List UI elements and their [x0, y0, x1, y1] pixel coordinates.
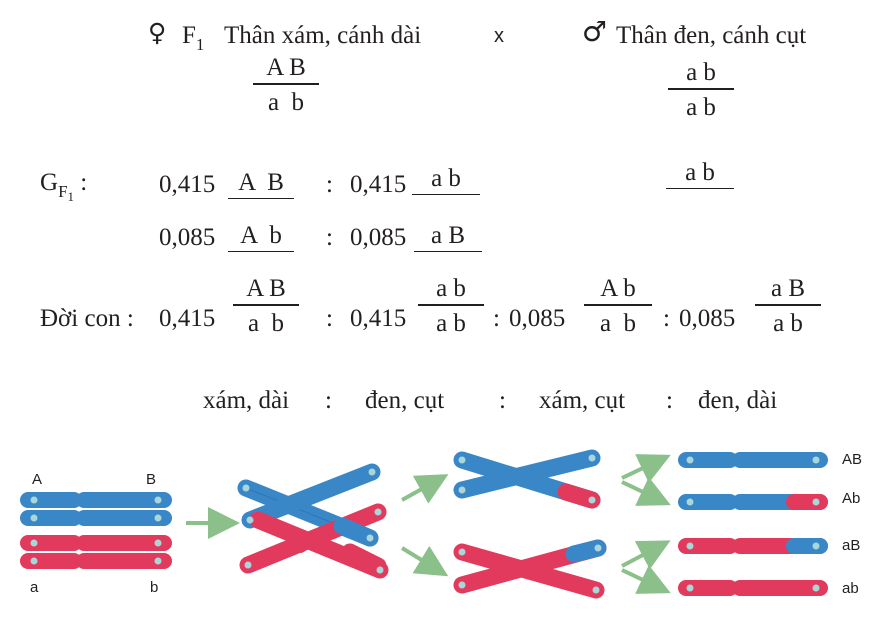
gamete-separator: :	[326, 224, 333, 251]
allele-label: A	[32, 471, 43, 488]
offspring-genotype: a B a b	[755, 276, 821, 336]
fraction-bar	[253, 83, 319, 85]
arrow-icon	[621, 476, 671, 506]
offspring-genotype: A B a b	[233, 276, 299, 336]
genotype-top: a B	[770, 275, 806, 302]
arrow-icon	[400, 545, 449, 577]
phenotype-separator: :	[666, 387, 673, 414]
male-genotype-top: a b	[686, 59, 716, 86]
female-genotype-top: A B	[266, 54, 306, 81]
male-icon: ♂	[582, 15, 608, 48]
genotype-bottom: a b	[773, 309, 803, 337]
fraction-bar	[584, 304, 652, 306]
phenotype-label: đen, cụt	[365, 387, 445, 414]
gamete-genotype: A b	[228, 223, 294, 252]
female-genotype: A B a b	[253, 55, 319, 115]
gamete-genotype: a B	[414, 223, 482, 252]
female-icon: ♀	[148, 18, 167, 47]
arrow-icon	[621, 454, 671, 484]
gamete-freq: 0,415	[159, 171, 216, 198]
phenotype-label: đen, dài	[698, 387, 778, 414]
arrow-icon	[401, 474, 449, 504]
result-label: aB	[842, 537, 861, 554]
gamete-freq: 0,415	[350, 171, 407, 198]
arrow-icon	[621, 540, 671, 570]
allele-label: B	[146, 471, 157, 488]
male-gamete-genotype: a b	[666, 160, 734, 189]
offspring-freq: 0,085	[679, 305, 736, 332]
phenotype-label: xám, dài	[203, 387, 290, 414]
fraction-bar	[418, 304, 484, 306]
allele-label: a	[30, 579, 39, 596]
offspring-genotype: A b a b	[584, 276, 652, 336]
offspring-freq: 0,085	[509, 305, 566, 332]
genotype-bottom: a b	[436, 309, 466, 337]
arrow-icon	[621, 564, 671, 594]
female-genotype-bottom: a b	[267, 88, 305, 116]
gamete-genotype: a b	[412, 166, 480, 195]
offspring-genotype: a b a b	[418, 276, 484, 336]
genotype-bottom: a b	[247, 309, 285, 337]
offspring-label: Đời con :	[40, 305, 134, 332]
parent-chromosome-red	[20, 535, 172, 569]
male-genotype: a b a b	[668, 60, 734, 120]
offspring-freq: 0,415	[350, 305, 407, 332]
result-label: Ab	[842, 490, 861, 507]
fraction-bar	[233, 304, 299, 306]
male-genotype-bottom: a b	[686, 93, 716, 121]
gamete-genotype: A B	[228, 170, 294, 199]
cross-symbol: x	[494, 25, 504, 47]
genotype-top: A b	[600, 275, 636, 302]
phenotype-separator: :	[499, 387, 506, 414]
daughter-chromosome-red	[453, 539, 607, 599]
genotype-top: a b	[436, 275, 466, 302]
result-label: ab	[842, 580, 859, 597]
parent-chromosome-blue	[20, 492, 172, 526]
gametes-label: GF1 :	[40, 169, 88, 204]
gamete-freq: 0,085	[159, 224, 216, 251]
daughter-chromosome-blue	[453, 449, 601, 509]
offspring-separator: :	[663, 305, 670, 332]
result-label: AB	[842, 451, 863, 468]
female-phenotype: Thân xám, cánh dài	[224, 22, 422, 49]
allele-label: b	[150, 579, 159, 596]
offspring-freq: 0,415	[159, 305, 216, 332]
chromatid-aB	[678, 538, 828, 554]
phenotype-label: xám, cụt	[539, 387, 626, 414]
genotype-top: A B	[246, 275, 286, 302]
offspring-separator: :	[493, 305, 500, 332]
genotype-bottom: a b	[599, 309, 637, 337]
chromatid-ab	[678, 580, 828, 596]
fraction-bar	[755, 304, 821, 306]
chromatid-Ab	[678, 494, 828, 510]
chromatid-AB	[678, 452, 828, 468]
gamete-freq: 0,085	[350, 224, 407, 251]
phenotype-separator: :	[325, 387, 332, 414]
male-phenotype: Thân đen, cánh cụt	[616, 22, 807, 49]
fraction-bar	[668, 88, 734, 90]
gamete-separator: :	[326, 171, 333, 198]
offspring-separator: :	[326, 305, 333, 332]
female-prefix: F1	[182, 22, 205, 54]
crossing-over-tetrad	[237, 463, 389, 579]
